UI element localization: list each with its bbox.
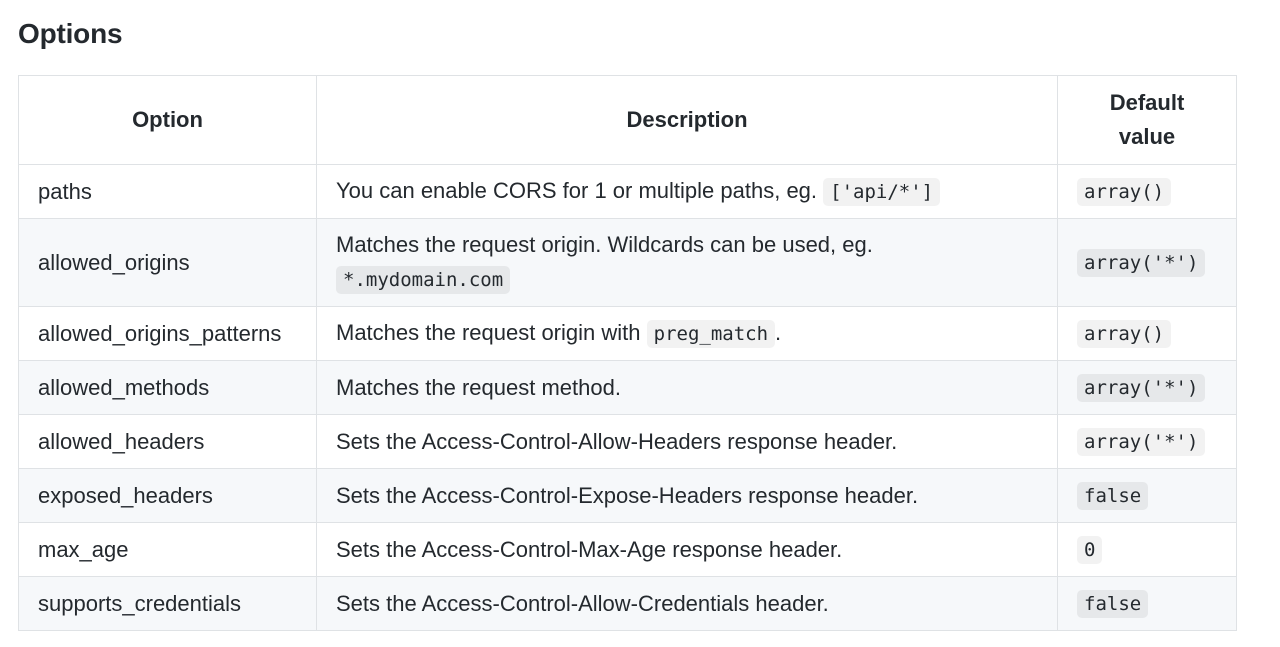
option-name: allowed_methods	[18, 360, 317, 415]
description-text: Matches the request origin with	[336, 320, 641, 345]
option-name: supports_credentials	[18, 576, 317, 631]
description-text: Matches the request origin. Wildcards ca…	[336, 232, 873, 257]
options-table: Option Description Default value paths Y…	[18, 75, 1237, 631]
header-description: Description	[316, 75, 1058, 165]
header-default-line2: value	[1118, 124, 1176, 149]
header-default-value: Default value	[1057, 75, 1237, 165]
description-after: .	[775, 320, 782, 345]
default-value-code: array()	[1077, 178, 1172, 206]
option-description: Sets the Access-Control-Allow-Credential…	[316, 576, 1058, 631]
table-row: allowed_origins Matches the request orig…	[18, 218, 1237, 307]
table-row: allowed_origins_patterns Matches the req…	[18, 306, 1237, 361]
default-value-code: array('*')	[1077, 374, 1206, 402]
option-default: 0	[1057, 522, 1237, 577]
option-description: Sets the Access-Control-Max-Age response…	[316, 522, 1058, 577]
description-code: *.mydomain.com	[336, 266, 511, 294]
description-code: preg_match	[646, 320, 776, 348]
option-default: array('*')	[1057, 360, 1237, 415]
option-name: allowed_origins_patterns	[18, 306, 317, 361]
table-row: paths You can enable CORS for 1 or multi…	[18, 164, 1237, 219]
section-heading: Options	[18, 18, 123, 49]
option-default: array()	[1057, 164, 1237, 219]
option-default: false	[1057, 576, 1237, 631]
option-name: exposed_headers	[18, 468, 317, 523]
option-default: false	[1057, 468, 1237, 523]
default-value-code: 0	[1077, 536, 1103, 564]
option-name: allowed_headers	[18, 414, 317, 469]
option-description: Sets the Access-Control-Allow-Headers re…	[316, 414, 1058, 469]
default-value-code: array('*')	[1077, 428, 1206, 456]
description-text: You can enable CORS for 1 or multiple pa…	[336, 178, 818, 203]
header-default-line1: Default	[1109, 90, 1185, 115]
option-default: array('*')	[1057, 414, 1237, 469]
option-description: Matches the request origin. Wildcards ca…	[316, 218, 1058, 307]
description-code: ['api/*']	[823, 178, 941, 206]
default-value-code: false	[1077, 482, 1149, 510]
table-row: max_age Sets the Access-Control-Max-Age …	[18, 522, 1237, 577]
option-default: array()	[1057, 306, 1237, 361]
option-description: Matches the request method.	[316, 360, 1058, 415]
default-value-code: array()	[1077, 320, 1172, 348]
option-description: Matches the request origin with preg_mat…	[316, 306, 1058, 361]
table-row: exposed_headers Sets the Access-Control-…	[18, 468, 1237, 523]
option-description: Sets the Access-Control-Expose-Headers r…	[316, 468, 1058, 523]
option-description: You can enable CORS for 1 or multiple pa…	[316, 164, 1058, 219]
default-value-code: array('*')	[1077, 249, 1206, 277]
table-row: supports_credentials Sets the Access-Con…	[18, 576, 1237, 631]
option-name: allowed_origins	[18, 218, 317, 307]
option-name: max_age	[18, 522, 317, 577]
table-row: allowed_headers Sets the Access-Control-…	[18, 414, 1237, 469]
table-header-row: Option Description Default value	[18, 75, 1237, 165]
option-default: array('*')	[1057, 218, 1237, 307]
default-value-code: false	[1077, 590, 1149, 618]
table-row: allowed_methods Matches the request meth…	[18, 360, 1237, 415]
option-name: paths	[18, 164, 317, 219]
header-option: Option	[18, 75, 317, 165]
